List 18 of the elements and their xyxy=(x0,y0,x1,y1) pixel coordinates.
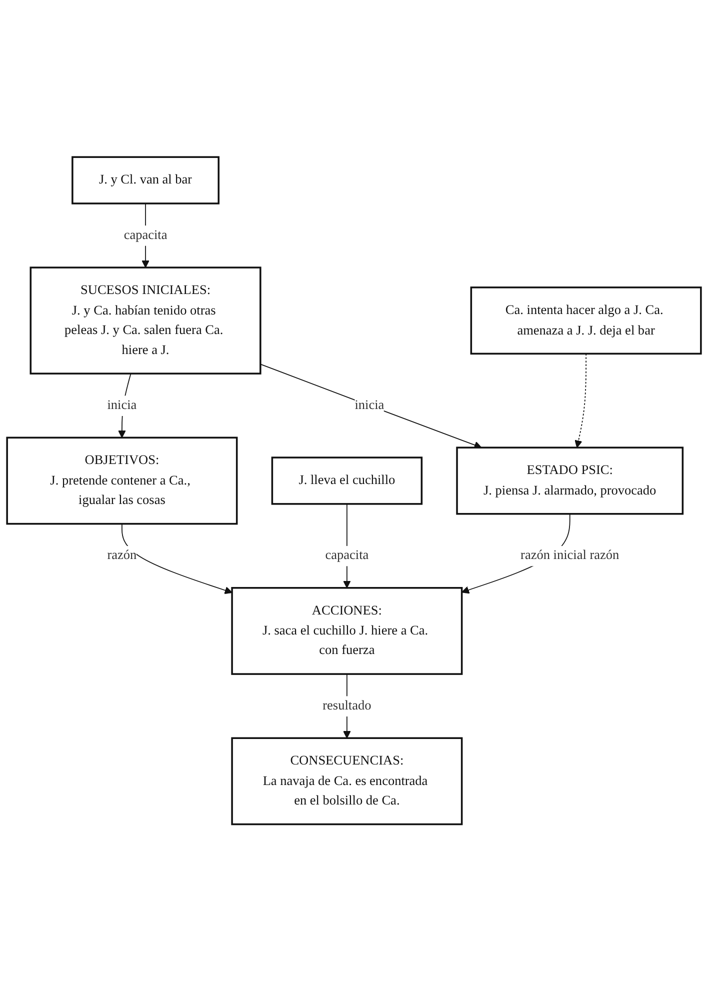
edge-label: capacita xyxy=(325,548,369,564)
node-box: J. lleva el cuchillo xyxy=(271,456,423,506)
edge-label: inicia xyxy=(354,398,384,413)
node-box: ACCIONES: J. saca el cuchillo J. hiere a Ca. con fuerza xyxy=(231,587,463,676)
node-box: Ca. intenta hacer algo a J. Ca. amenaza a J. J. deja el bar xyxy=(470,286,702,355)
edge-label: razón inicial razón xyxy=(520,548,620,564)
arrow xyxy=(260,364,482,450)
node-box: SUCESOS INICIALES: J. y Ca. habían tenido otras peleas J. y Ca. salen fuera Ca. hiere a J. xyxy=(30,266,262,375)
edge-label: razón xyxy=(107,548,137,564)
arrow xyxy=(574,354,586,448)
node-box: J. y Cl. van al bar xyxy=(72,156,220,205)
edge-label: capacita xyxy=(124,228,168,243)
node-box: ESTADO PSIC: J. piensa J. alarmado, provocado xyxy=(456,447,684,516)
node-box: OBJETIVOS: J. pretende contener a Ca., igualar las cosas xyxy=(6,437,238,526)
arrow xyxy=(122,524,232,594)
edge-label: resultado xyxy=(322,699,372,714)
edge-label: inicia xyxy=(107,398,137,413)
node-box: CONSECUENCIAS: La navaja de Ca. es encontrada en el bolsillo de Ca. xyxy=(231,738,463,826)
